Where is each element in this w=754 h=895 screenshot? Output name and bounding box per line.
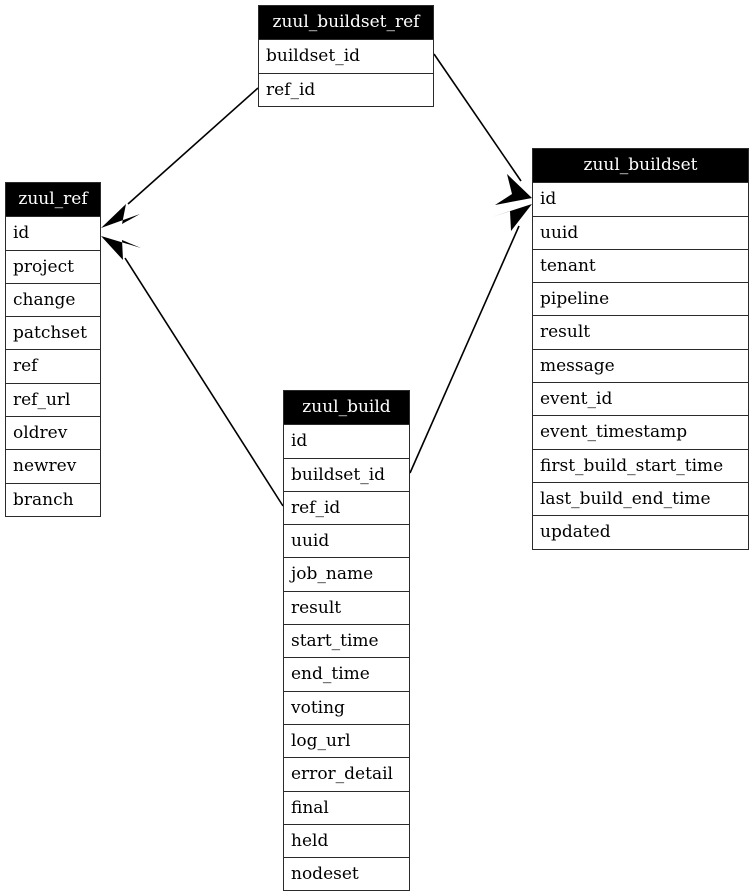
column-buildset_id[interactable]: buildset_id bbox=[259, 39, 433, 73]
column-end_time[interactable]: end_time bbox=[284, 657, 409, 691]
table-zuul_buildset[interactable]: zuul_buildset id uuid tenant pipeline re… bbox=[532, 148, 749, 550]
column-last_build_end_time[interactable]: last_build_end_time bbox=[533, 481, 748, 516]
column-first_build_start_time[interactable]: first_build_start_time bbox=[533, 448, 748, 482]
column-final[interactable]: final bbox=[284, 790, 409, 824]
column-event_timestamp[interactable]: event_timestamp bbox=[533, 415, 748, 449]
edge-build-to-ref bbox=[101, 236, 284, 507]
column-result[interactable]: result bbox=[284, 590, 409, 625]
column-patchset[interactable]: patchset bbox=[6, 316, 100, 350]
table-title-zuul_buildset_ref: zuul_buildset_ref bbox=[259, 6, 433, 40]
edge-buildset_ref-to-buildset bbox=[433, 53, 532, 205]
column-updated[interactable]: updated bbox=[533, 515, 748, 549]
edge-buildset_ref-to-ref bbox=[101, 87, 259, 228]
column-voting[interactable]: voting bbox=[284, 690, 409, 724]
column-oldrev[interactable]: oldrev bbox=[6, 416, 100, 450]
column-error_detail[interactable]: error_detail bbox=[284, 757, 409, 791]
column-ref_id[interactable]: ref_id bbox=[284, 490, 409, 525]
column-event_id[interactable]: event_id bbox=[533, 382, 748, 416]
table-title-zuul_ref: zuul_ref bbox=[6, 183, 100, 217]
column-log_url[interactable]: log_url bbox=[284, 723, 409, 758]
column-id[interactable]: id bbox=[533, 182, 748, 216]
column-ref[interactable]: ref bbox=[6, 349, 100, 383]
column-change[interactable]: change bbox=[6, 282, 100, 317]
table-zuul_buildset_ref[interactable]: zuul_buildset_ref buildset_id ref_id bbox=[258, 5, 434, 107]
table-zuul_build[interactable]: zuul_build id buildset_id ref_id uuid jo… bbox=[283, 390, 410, 892]
column-id[interactable]: id bbox=[284, 424, 409, 458]
column-message[interactable]: message bbox=[533, 348, 748, 383]
column-branch[interactable]: branch bbox=[6, 482, 100, 516]
column-nodeset[interactable]: nodeset bbox=[284, 857, 409, 891]
column-ref_url[interactable]: ref_url bbox=[6, 382, 100, 417]
column-newrev[interactable]: newrev bbox=[6, 449, 100, 483]
edge-build-to-buildset bbox=[409, 204, 532, 474]
column-id[interactable]: id bbox=[6, 216, 100, 250]
column-uuid[interactable]: uuid bbox=[284, 524, 409, 558]
column-uuid[interactable]: uuid bbox=[533, 215, 748, 249]
column-buildset_id[interactable]: buildset_id bbox=[284, 457, 409, 491]
column-project[interactable]: project bbox=[6, 249, 100, 283]
column-start_time[interactable]: start_time bbox=[284, 624, 409, 658]
column-ref_id[interactable]: ref_id bbox=[259, 72, 433, 106]
column-held[interactable]: held bbox=[284, 823, 409, 858]
column-result[interactable]: result bbox=[533, 315, 748, 349]
table-zuul_ref[interactable]: zuul_ref id project change patchset ref … bbox=[5, 182, 101, 517]
table-title-zuul_buildset: zuul_buildset bbox=[533, 149, 748, 183]
column-pipeline[interactable]: pipeline bbox=[533, 282, 748, 316]
table-title-zuul_build: zuul_build bbox=[284, 391, 409, 425]
column-job_name[interactable]: job_name bbox=[284, 557, 409, 591]
column-tenant[interactable]: tenant bbox=[533, 248, 748, 283]
